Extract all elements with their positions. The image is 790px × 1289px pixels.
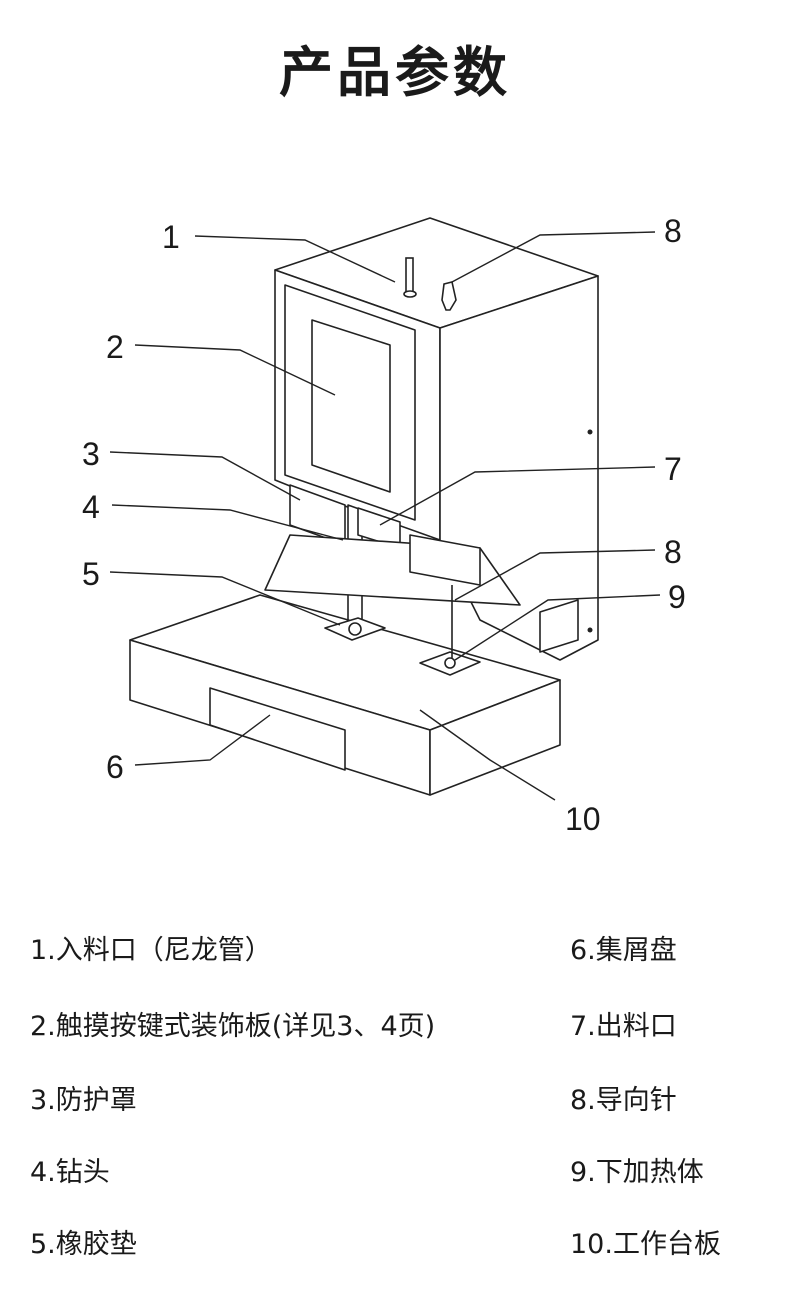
leader-3	[109, 451, 301, 501]
legend-item: 6.集屑盘	[570, 935, 677, 966]
leader-6	[134, 714, 271, 766]
cabinet-dot-1	[587, 429, 593, 435]
chip-tray	[209, 687, 346, 771]
machine-diagram: 1 2 3 4 5 6 7 8 8 9 10	[82, 213, 686, 837]
worktable-side	[429, 679, 561, 796]
side-switch	[539, 599, 579, 653]
leader-8-bottom	[454, 549, 656, 601]
callout-6: 6	[106, 749, 124, 785]
legend-item: 8.导向针	[570, 1085, 677, 1116]
inlet-tube	[405, 257, 414, 293]
leader-5	[109, 571, 341, 626]
callout-1: 1	[162, 219, 180, 255]
callout-2: 2	[106, 329, 124, 365]
legend-item: 3.防护罩	[30, 1085, 137, 1116]
inlet-ring	[403, 290, 417, 298]
heater-housing	[409, 534, 481, 586]
leader-9	[454, 594, 661, 661]
callout-3: 3	[82, 436, 100, 472]
leader-2	[134, 344, 336, 396]
rubber-pad-center	[348, 622, 362, 636]
leader-8-top	[451, 231, 656, 283]
leader-10	[419, 709, 556, 801]
legend-item: 4.钻头	[30, 1157, 110, 1188]
heater-center	[444, 657, 456, 669]
callout-8-top: 8	[664, 213, 682, 249]
callout-10: 10	[565, 801, 601, 837]
legend-item: 10.工作台板	[570, 1229, 721, 1260]
legend-item: 7.出料口	[570, 1011, 677, 1042]
callout-9: 9	[668, 579, 686, 615]
leader-1	[194, 235, 396, 283]
legend-item: 2.触摸按键式装饰板(详见3、4页)	[30, 1011, 436, 1042]
callout-7: 7	[664, 451, 682, 487]
callout-8-bottom: 8	[664, 534, 682, 570]
display-panel	[311, 319, 391, 493]
legend-item: 5.橡胶垫	[30, 1229, 137, 1260]
cabinet-dot-2	[587, 627, 593, 633]
legend-item: 1.入料口（尼龙管）	[30, 935, 272, 966]
legend-item: 9.下加热体	[570, 1157, 704, 1188]
callout-5: 5	[82, 556, 100, 592]
leader-4	[111, 504, 344, 541]
page-title: 产品参数	[279, 41, 511, 104]
callout-4: 4	[82, 489, 100, 525]
leader-7	[379, 466, 656, 526]
